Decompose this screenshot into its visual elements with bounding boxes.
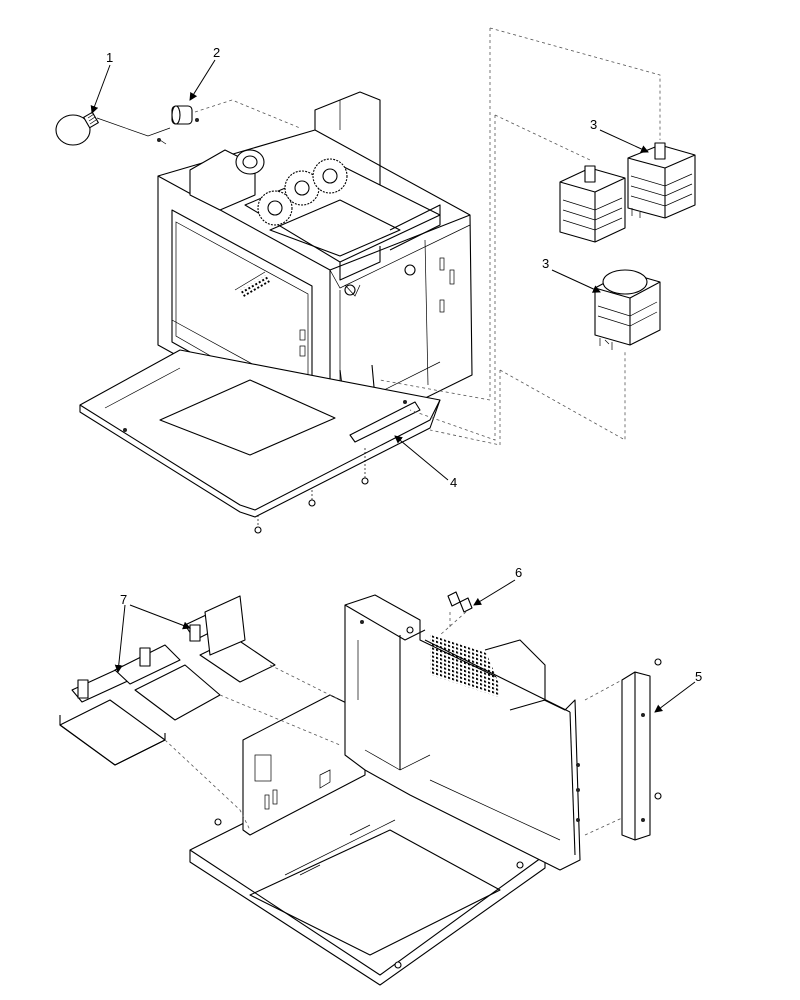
lower-assembly [59, 591, 662, 986]
side-panels [59, 595, 276, 766]
callout-leaders [90, 59, 696, 713]
base-tray [79, 349, 441, 534]
callout-6: 6 [515, 565, 522, 580]
gear-set [257, 158, 348, 226]
magnetron-upper [559, 142, 696, 243]
callout-5: 5 [695, 669, 702, 684]
cabinet-base [189, 594, 581, 986]
callout-7: 7 [120, 592, 127, 607]
callout-1: 1 [106, 50, 113, 65]
callout-3-upper: 3 [590, 117, 597, 132]
switch-clip [439, 591, 473, 636]
magnetron-lower [594, 269, 661, 350]
lamp-socket [157, 105, 199, 145]
lamp-bulb [55, 111, 99, 146]
callout-2: 2 [213, 45, 220, 60]
screw-icon [254, 448, 369, 534]
upper-assembly [55, 27, 696, 534]
callout-4: 4 [450, 475, 457, 490]
side-bracket [584, 658, 662, 841]
callout-3-lower: 3 [542, 256, 549, 271]
